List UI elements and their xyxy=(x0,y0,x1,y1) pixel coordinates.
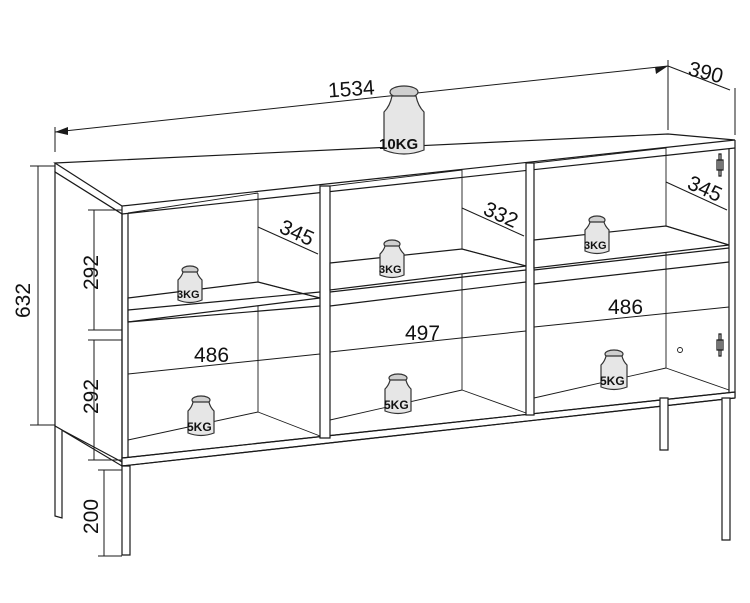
weight-label-right-lower: 5KG xyxy=(600,374,625,388)
weight-icon-middle-lower: 5KG xyxy=(384,373,412,415)
top-surface xyxy=(53,133,736,215)
weight-label-left-lower: 5KG xyxy=(187,420,212,434)
dim-depth: 390 xyxy=(686,58,726,89)
dim-width-right: 486 xyxy=(608,296,643,319)
dimension-lines xyxy=(30,60,736,557)
weight-label-middle-upper: 3KG xyxy=(379,264,402,276)
dim-height: 632 xyxy=(12,283,35,318)
weight-icon-right-lower: 5KG xyxy=(600,349,628,391)
weight-icon-top: 10KG xyxy=(379,85,425,155)
dim-depth-left: 345 xyxy=(276,216,317,251)
dim-legs: 200 xyxy=(80,499,103,534)
hinge-icon xyxy=(677,153,724,357)
dim-width-left: 486 xyxy=(194,344,229,367)
dim-shelf-lower: 292 xyxy=(80,379,103,414)
weight-label-middle-lower: 5KG xyxy=(384,398,409,412)
weight-label-top: 10KG xyxy=(379,136,418,153)
dim-depth-right: 345 xyxy=(684,172,725,207)
weight-icon-left-upper: 3KG xyxy=(177,265,203,304)
dim-width: 1534 xyxy=(327,76,376,102)
dim-shelf-upper: 292 xyxy=(80,255,103,290)
legs xyxy=(54,397,731,556)
dim-depth-middle: 332 xyxy=(480,198,521,233)
weight-icon-right-upper: 3KG xyxy=(584,215,610,255)
dim-width-middle: 497 xyxy=(405,322,440,345)
weight-icon-middle-upper: 3KG xyxy=(379,239,405,279)
weight-label-left-upper: 3KG xyxy=(177,289,200,301)
weight-icon-left-lower: 5KG xyxy=(187,395,215,437)
weight-label-right-upper: 3KG xyxy=(584,240,607,252)
